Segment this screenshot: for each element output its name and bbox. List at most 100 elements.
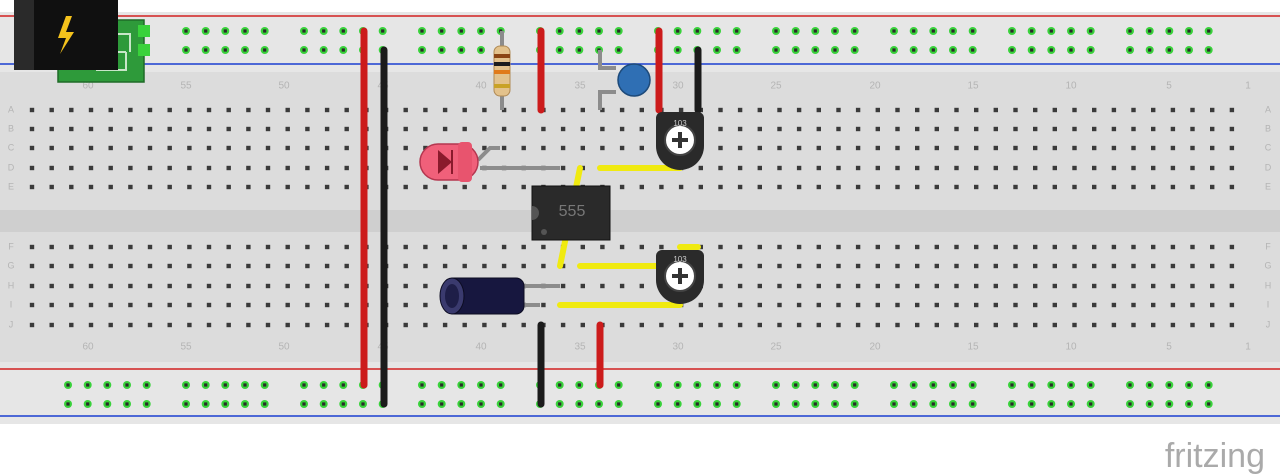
terminal-hole bbox=[1170, 184, 1176, 190]
terminal-hole bbox=[403, 263, 408, 269]
terminal-hole bbox=[993, 165, 998, 171]
rail-hole-center bbox=[931, 402, 935, 406]
terminal-hole bbox=[423, 283, 428, 289]
terminal-hole bbox=[246, 302, 251, 308]
column-number-bottom: 20 bbox=[869, 342, 881, 353]
terminal-hole bbox=[88, 302, 94, 308]
rail-hole-center bbox=[695, 402, 699, 406]
terminal-hole bbox=[836, 283, 841, 289]
rail-hole-center bbox=[263, 383, 267, 387]
rail-hole-center bbox=[695, 383, 699, 387]
rail-hole-center bbox=[577, 402, 581, 406]
terminal-hole bbox=[993, 263, 998, 269]
terminal-hole bbox=[974, 184, 979, 190]
rail-hole-center bbox=[971, 48, 975, 52]
terminal-hole bbox=[895, 302, 900, 308]
rail-hole-center bbox=[1187, 402, 1191, 406]
terminal-hole bbox=[1052, 107, 1057, 113]
terminal-hole bbox=[324, 244, 330, 250]
terminal-hole bbox=[954, 165, 959, 171]
rail-hole-center bbox=[1128, 29, 1132, 33]
terminal-hole bbox=[541, 126, 546, 132]
terminal-hole bbox=[1210, 107, 1215, 113]
terminal-hole bbox=[1111, 184, 1117, 190]
row-letter-right: D bbox=[1265, 162, 1272, 172]
rail-hole-center bbox=[86, 383, 90, 387]
terminal-hole bbox=[521, 263, 526, 269]
terminal-hole bbox=[285, 263, 290, 269]
terminal-hole bbox=[580, 244, 585, 250]
rail-hole-center bbox=[656, 402, 660, 406]
terminal-hole bbox=[1072, 322, 1077, 328]
rail-hole-center bbox=[735, 383, 739, 387]
rail-hole-center bbox=[617, 48, 621, 52]
rail-hole-center bbox=[774, 402, 778, 406]
terminal-hole bbox=[29, 184, 35, 190]
rail-hole-center bbox=[145, 402, 149, 406]
terminal-hole bbox=[1151, 283, 1156, 289]
column-number-bottom: 35 bbox=[574, 342, 586, 353]
terminal-hole bbox=[974, 302, 979, 308]
terminal-hole bbox=[29, 283, 35, 289]
rail-hole-center bbox=[1207, 402, 1211, 406]
rail-hole-center bbox=[735, 29, 739, 33]
rail-hole-center bbox=[853, 383, 857, 387]
terminal-hole bbox=[993, 322, 998, 328]
rail-hole-center bbox=[440, 48, 444, 52]
terminal-hole bbox=[128, 283, 133, 289]
terminal-hole bbox=[403, 283, 408, 289]
terminal-hole bbox=[875, 283, 880, 289]
column-number-top: 50 bbox=[278, 81, 290, 92]
terminal-hole bbox=[1210, 283, 1215, 289]
terminal-hole bbox=[403, 244, 408, 250]
terminal-hole bbox=[403, 107, 408, 113]
rail-hole-center bbox=[361, 402, 365, 406]
terminal-hole bbox=[757, 165, 762, 171]
rail-hole-center bbox=[676, 29, 680, 33]
rail-hole-center bbox=[1010, 402, 1014, 406]
terminal-hole bbox=[855, 322, 861, 328]
terminal-hole bbox=[147, 322, 153, 328]
terminal-hole bbox=[49, 107, 54, 113]
terminal-hole bbox=[777, 184, 782, 190]
rail-hole-center bbox=[951, 402, 955, 406]
terminal-hole bbox=[88, 283, 94, 289]
terminal-hole bbox=[206, 107, 212, 113]
terminal-hole bbox=[1131, 283, 1136, 289]
terminal-hole bbox=[541, 263, 546, 269]
terminal-hole bbox=[1190, 263, 1195, 269]
terminal-hole bbox=[619, 244, 625, 250]
terminal-hole bbox=[954, 302, 959, 308]
terminal-hole bbox=[521, 145, 526, 151]
terminal-hole bbox=[226, 322, 231, 328]
terminal-hole bbox=[246, 322, 251, 328]
rail-hole-center bbox=[1069, 402, 1073, 406]
terminal-hole bbox=[836, 184, 841, 190]
terminal-hole bbox=[757, 107, 762, 113]
column-number-top: 5 bbox=[1166, 81, 1172, 92]
terminal-hole bbox=[1092, 184, 1097, 190]
terminal-hole bbox=[128, 184, 133, 190]
terminal-hole bbox=[344, 302, 349, 308]
terminal-hole bbox=[560, 283, 566, 289]
rail-hole-center bbox=[1049, 29, 1053, 33]
terminal-hole bbox=[1072, 184, 1077, 190]
rail-hole-center bbox=[558, 29, 562, 33]
terminal-hole bbox=[757, 244, 762, 250]
terminal-hole bbox=[974, 126, 979, 132]
rail-hole-center bbox=[479, 29, 483, 33]
terminal-hole bbox=[954, 107, 959, 113]
terminal-hole bbox=[305, 107, 310, 113]
terminal-hole bbox=[226, 263, 231, 269]
rail-hole-center bbox=[1010, 29, 1014, 33]
rail-hole-center bbox=[577, 29, 581, 33]
rail-hole-center bbox=[971, 402, 975, 406]
rail-hole-center bbox=[1207, 383, 1211, 387]
terminal-hole bbox=[993, 184, 998, 190]
terminal-hole bbox=[1131, 126, 1136, 132]
rail-hole-center bbox=[774, 48, 778, 52]
terminal-hole bbox=[206, 244, 212, 250]
terminal-hole bbox=[1111, 263, 1117, 269]
terminal-hole bbox=[442, 263, 448, 269]
terminal-hole bbox=[1151, 244, 1156, 250]
